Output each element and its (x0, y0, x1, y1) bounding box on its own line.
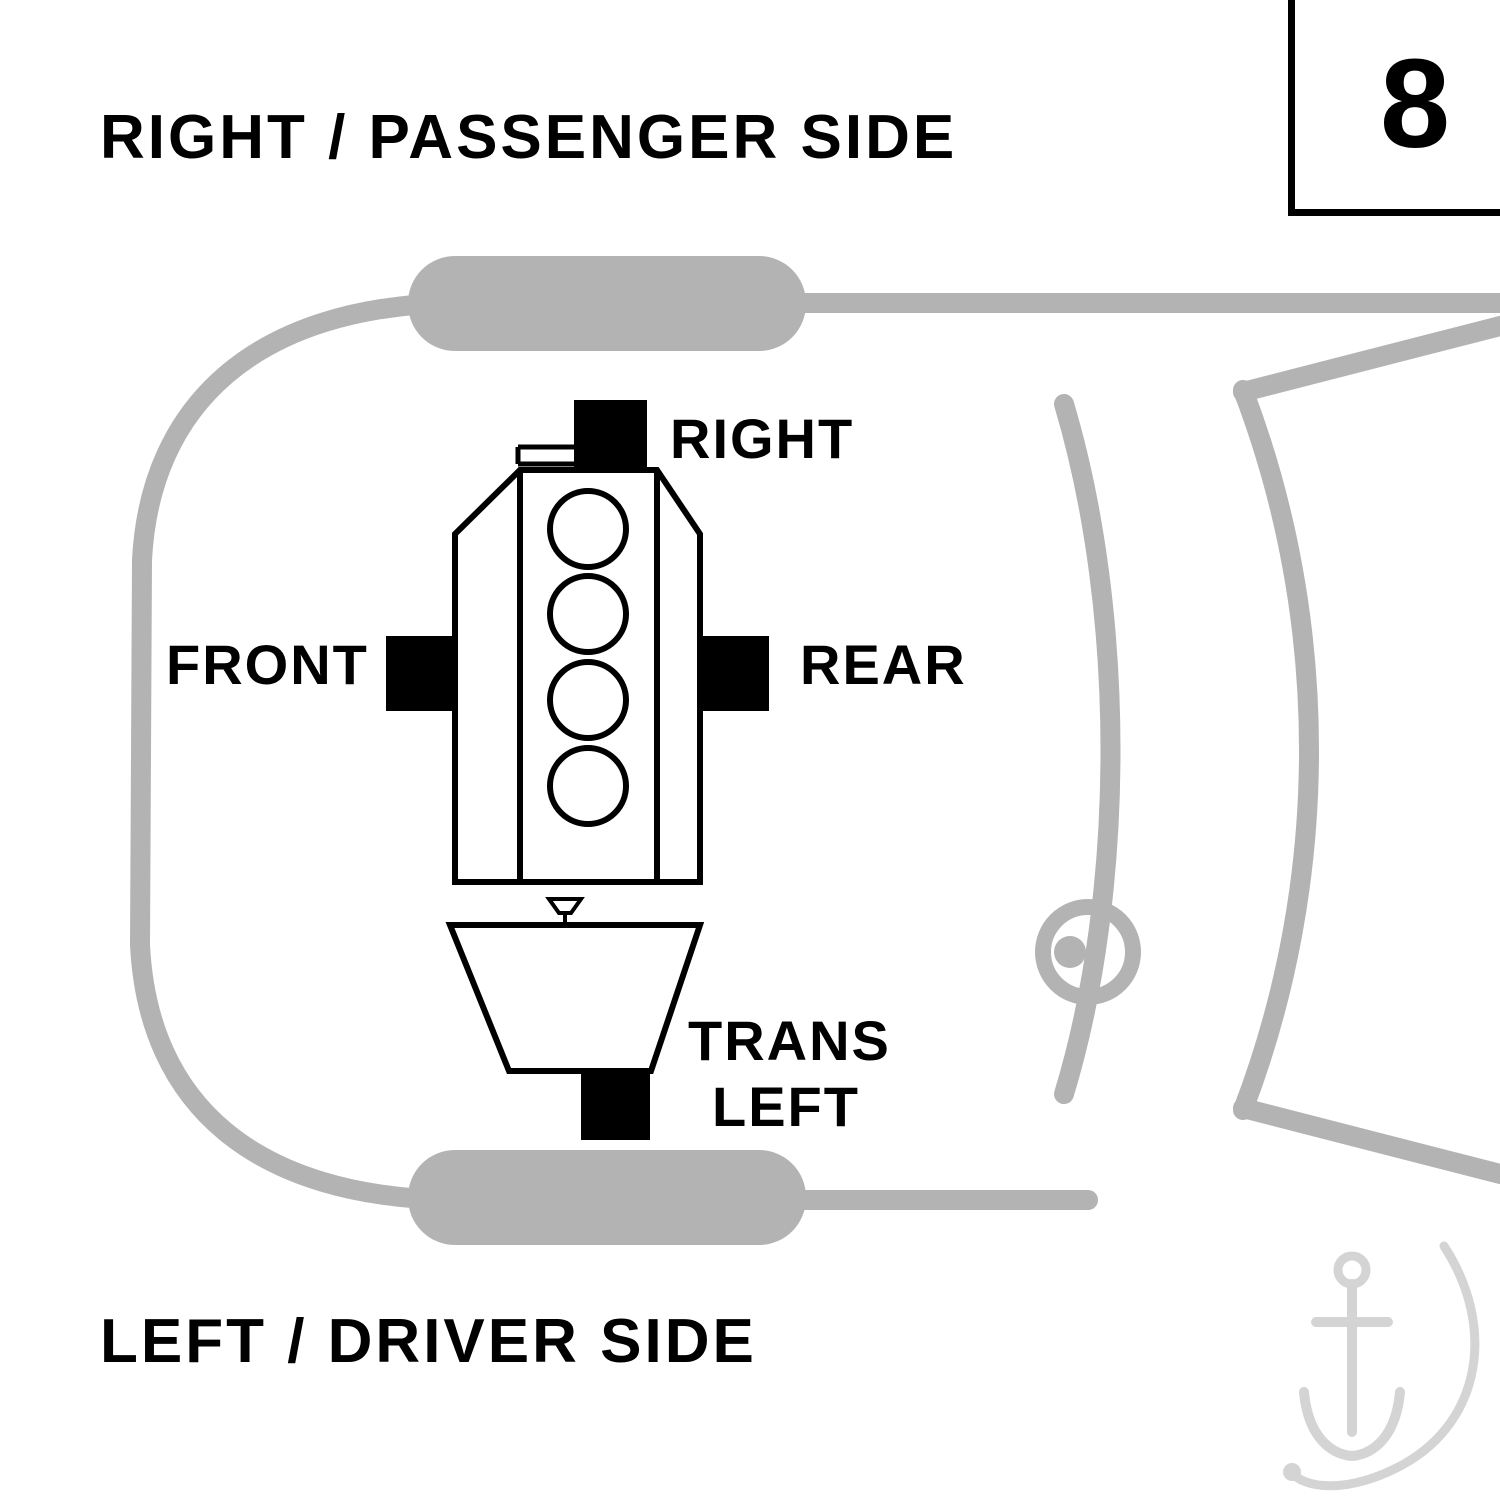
orbit-dot (1283, 1463, 1301, 1481)
hub-circle (1035, 899, 1141, 1005)
title-left-driver-side: LEFT / DRIVER SIDE (100, 1307, 757, 1376)
transmission (445, 922, 705, 1074)
figure-number-box: 8 (1288, 0, 1500, 216)
hood-line-top (1233, 316, 1500, 402)
label-mount-right: RIGHT (670, 407, 855, 470)
mount-front (386, 636, 453, 711)
car-outline (129, 256, 1500, 1245)
anchor-logo-icon (1283, 1241, 1480, 1491)
dipstick (515, 444, 574, 467)
shifter-symbol (545, 897, 585, 915)
title-right-passenger-side: RIGHT / PASSENGER SIDE (100, 103, 958, 172)
cylinder-1 (547, 488, 629, 570)
label-mount-front: FRONT (166, 633, 369, 696)
label-trans-line2: LEFT (712, 1075, 860, 1139)
tire-right (408, 256, 806, 351)
tire-left (408, 1150, 806, 1245)
cylinder-4 (547, 745, 629, 827)
cylinder-3 (547, 659, 629, 741)
hub-dot (1054, 936, 1086, 968)
label-trans-line1: TRANS (688, 1009, 891, 1072)
mount-right (574, 400, 647, 470)
figure-number: 8 (1379, 32, 1451, 174)
mount-rear (702, 636, 769, 711)
hood-line-bottom (1233, 1098, 1500, 1184)
label-mount-trans-left: TRANS LEFT (688, 1008, 891, 1140)
label-mount-rear: REAR (800, 633, 967, 696)
engine-assembly (386, 400, 769, 1140)
windshield-outer-arc (1233, 380, 1319, 1120)
car-body-outline (129, 293, 1500, 1210)
orbit-swoosh (1285, 1241, 1480, 1491)
anchor-flukes (1299, 1387, 1405, 1462)
cylinder-2 (547, 573, 629, 655)
mount-trans-left (581, 1071, 650, 1140)
